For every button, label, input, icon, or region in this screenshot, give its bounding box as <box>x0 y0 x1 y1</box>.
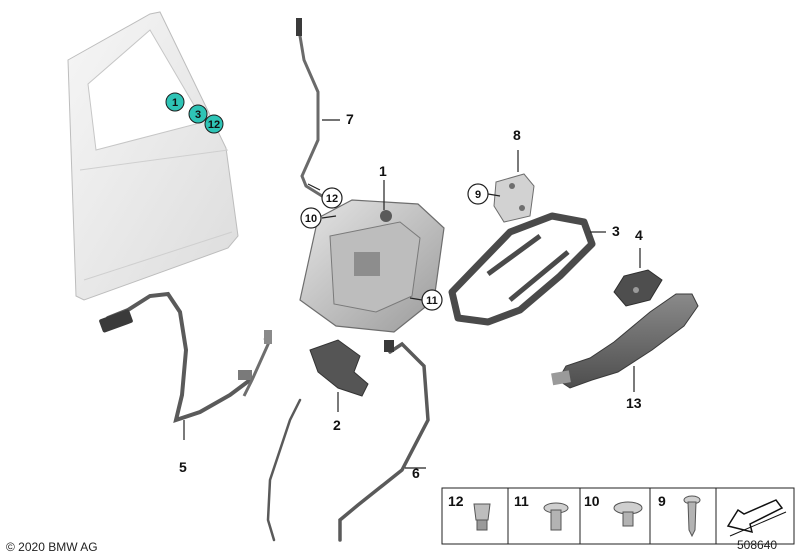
part-3-carrier: 3 <box>448 212 620 326</box>
svg-text:4: 4 <box>635 227 643 243</box>
legend-item-10: 10 <box>584 493 643 527</box>
svg-text:13: 13 <box>626 395 642 411</box>
legend-item-12: 12 <box>448 493 491 531</box>
svg-text:10: 10 <box>305 213 317 225</box>
diagram-id: 508640 <box>737 538 778 552</box>
door-marker-12: 12 <box>204 114 224 134</box>
svg-text:6: 6 <box>412 465 420 481</box>
svg-text:5: 5 <box>179 459 187 475</box>
part-4-cap: 4 <box>613 227 663 307</box>
svg-text:11: 11 <box>514 493 529 509</box>
svg-text:12: 12 <box>208 119 220 131</box>
svg-text:12: 12 <box>326 193 338 205</box>
svg-text:8: 8 <box>513 127 521 143</box>
svg-text:9: 9 <box>475 189 481 201</box>
svg-text:11: 11 <box>426 295 438 307</box>
rear-door-panel <box>67 11 239 301</box>
svg-text:7: 7 <box>346 111 354 127</box>
fastener-legend: 12 11 10 9 <box>441 487 795 545</box>
callout-12-lock: 12 <box>307 183 343 209</box>
callout-11-lock: 11 <box>409 289 443 311</box>
legend-item-9: 9 <box>658 493 701 538</box>
legend-item-11: 11 <box>514 493 569 531</box>
svg-text:1: 1 <box>379 163 387 179</box>
callout-10-lock: 10 <box>300 207 337 229</box>
part-2-cover: 2 <box>309 339 369 433</box>
door-marker-3: 3 <box>188 104 208 124</box>
door-marker-1: 1 <box>165 92 185 112</box>
direction-arrow-icon <box>726 499 787 537</box>
part-13-handle: 13 <box>551 293 699 411</box>
svg-text:10: 10 <box>584 493 600 509</box>
svg-text:2: 2 <box>333 417 341 433</box>
part-5-cable: 5 <box>99 291 252 475</box>
part-6-cable: 6 <box>242 330 430 542</box>
svg-text:3: 3 <box>612 223 620 239</box>
copyright-text: © 2020 BMW AG <box>6 540 98 554</box>
svg-text:3: 3 <box>195 109 201 121</box>
part-1-lock: 1 <box>299 163 445 333</box>
svg-text:12: 12 <box>448 493 464 509</box>
callout-9-striker: 9 <box>467 183 501 205</box>
svg-text:1: 1 <box>172 97 178 109</box>
part-7-rod: 7 <box>296 18 354 198</box>
part-8-striker: 8 <box>493 127 535 223</box>
svg-text:9: 9 <box>658 493 666 509</box>
